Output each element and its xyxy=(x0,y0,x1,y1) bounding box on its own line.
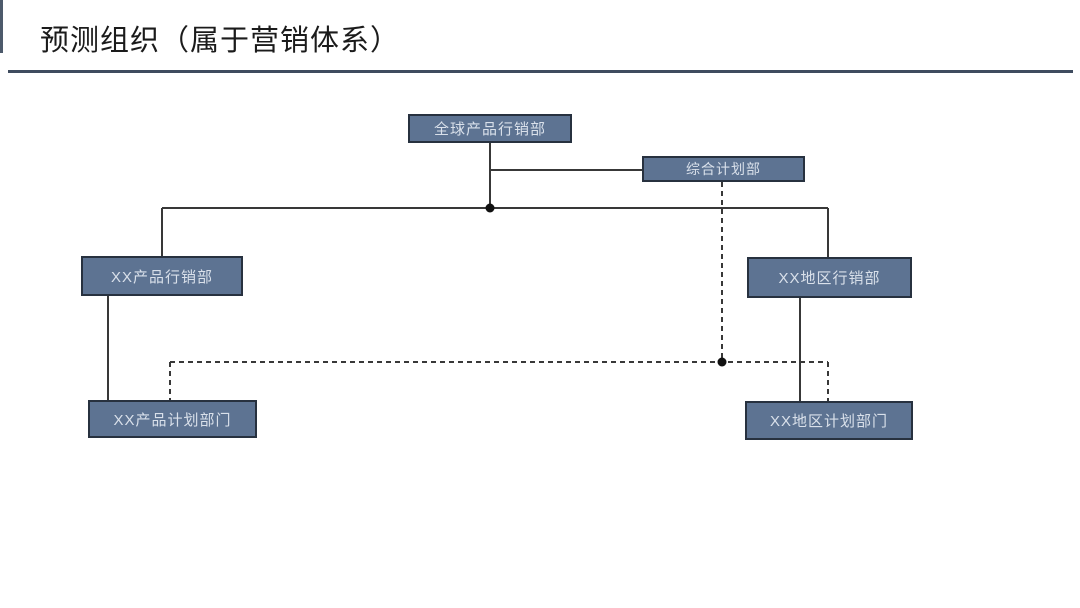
page-title: 预测组织（属于营销体系） xyxy=(40,25,401,57)
node-label: XX产品行销部 xyxy=(110,268,213,286)
title-divider xyxy=(8,70,1073,73)
left-edge-tick xyxy=(0,0,3,53)
node-comprehensive-planning: 综合计划部 xyxy=(642,156,805,182)
node-xx-region-marketing: XX地区行销部 xyxy=(747,257,912,298)
junction-dot-top xyxy=(485,203,495,213)
node-global-product-marketing: 全球产品行销部 xyxy=(408,114,572,143)
node-xx-product-marketing: XX产品行销部 xyxy=(81,256,243,296)
node-label: 全球产品行销部 xyxy=(433,121,546,138)
node-xx-product-planning: XX产品计划部门 xyxy=(88,400,257,438)
node-label: XX地区行销部 xyxy=(778,270,881,287)
node-label: XX地区计划部门 xyxy=(769,413,888,430)
junction-dot-bottom xyxy=(717,357,727,367)
node-xx-region-planning: XX地区计划部门 xyxy=(745,401,913,440)
node-label: 综合计划部 xyxy=(686,161,761,177)
node-label: XX产品计划部门 xyxy=(113,411,232,429)
